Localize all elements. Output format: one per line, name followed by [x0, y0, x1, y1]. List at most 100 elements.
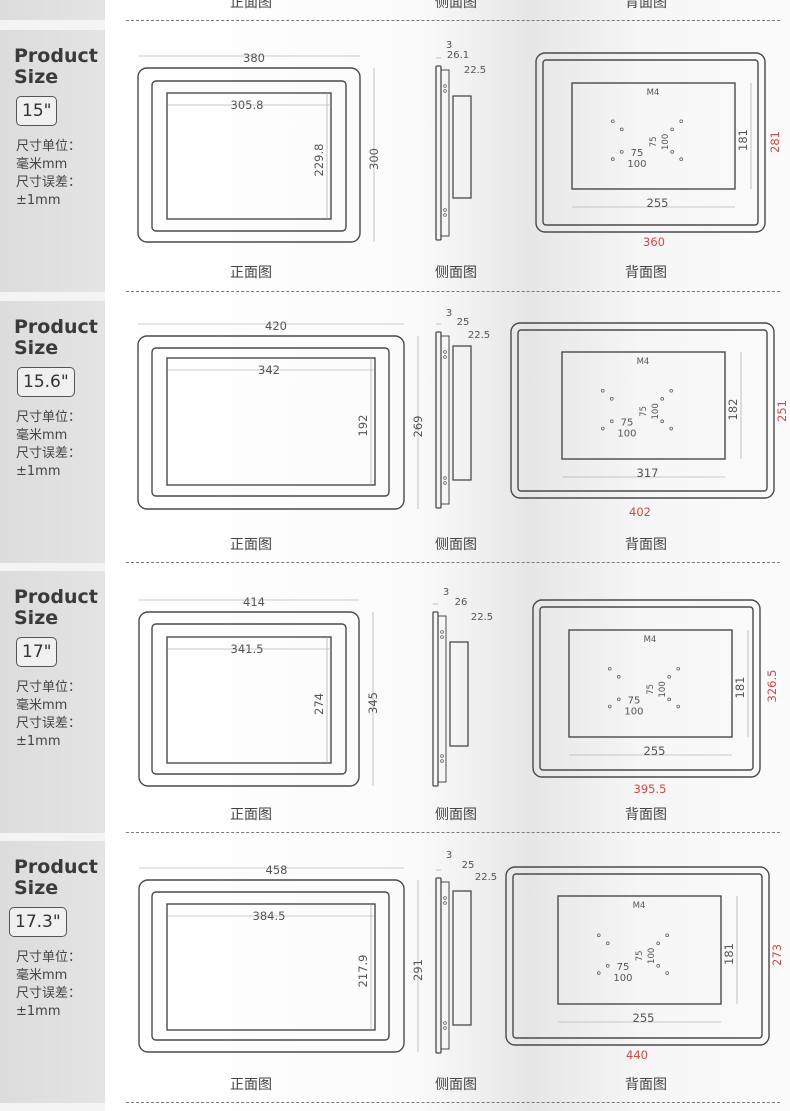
side-screw-hole — [443, 350, 447, 354]
tolerance-label: 尺寸误差： — [16, 175, 82, 190]
vesa-screw-hole — [669, 426, 673, 431]
back-panel-height-label: 181 — [722, 943, 736, 965]
caption-back-view: 背面图 — [625, 537, 667, 553]
unit-value: 毫米mm — [16, 428, 68, 443]
side-screw-hole — [443, 1021, 447, 1025]
side-housing — [452, 95, 472, 199]
side-housing-depth-label: 22.5 — [475, 872, 497, 883]
screen-size-badge: 17" — [16, 637, 58, 667]
mount-screw-label: M4 — [647, 88, 660, 98]
front-inner-width-label: 342 — [258, 363, 280, 377]
back-outer-frame — [535, 52, 766, 233]
side-housing — [449, 641, 469, 747]
front-inner-height-label: 217.9 — [356, 955, 370, 988]
vesa-horizontal-100-label: 100 — [627, 159, 646, 170]
vesa-horizontal-75-label: 75 — [631, 148, 644, 159]
tolerance-value: ±1mm — [16, 1004, 61, 1019]
side-panel-thickness-label: 3 — [446, 40, 452, 51]
side-total-depth-label: 26.1 — [447, 50, 469, 61]
vesa-screw-hole — [609, 397, 614, 401]
front-outer-height-label: 269 — [411, 416, 425, 438]
section-separator — [126, 1102, 780, 1103]
unit-label: 尺寸单位： — [16, 950, 82, 965]
vesa-vertical-75-label: 75 — [635, 950, 645, 961]
side-bezel-edge — [440, 335, 450, 505]
back-panel-height-label: 182 — [726, 399, 740, 421]
title-line-product: Product — [14, 316, 98, 338]
front-screen — [166, 903, 376, 1031]
top-caption-front: 正面图 — [230, 0, 272, 11]
vesa-screw-hole — [669, 388, 673, 393]
vesa-screw-hole — [676, 666, 680, 671]
vesa-screw-hole — [600, 426, 605, 431]
back-panel-height-label: 181 — [733, 677, 747, 699]
caption-side-view: 侧面图 — [435, 807, 477, 823]
vesa-screw-hole — [667, 675, 671, 679]
side-screw-hole — [440, 759, 444, 763]
side-housing — [452, 890, 472, 1026]
mount-screw-label: M4 — [633, 901, 646, 911]
screen-size-badge: 15.6" — [17, 367, 75, 397]
back-panel — [561, 351, 726, 460]
tolerance-value: ±1mm — [16, 464, 61, 479]
back-inner-frame — [512, 873, 763, 1039]
side-panel — [432, 611, 439, 787]
front-outer-width-label: 414 — [243, 595, 265, 609]
side-housing-depth-label: 22.5 — [464, 65, 486, 76]
side-screw-hole — [443, 901, 447, 905]
vesa-screw-hole — [619, 150, 624, 154]
title-line-size: Size — [14, 66, 59, 88]
front-inner-height-label: 274 — [312, 693, 326, 715]
back-outer-width-label: 360 — [643, 235, 665, 249]
vesa-screw-hole — [605, 964, 610, 968]
front-bezel — [151, 347, 390, 497]
side-bezel-edge — [440, 69, 450, 237]
front-outer-width-label: 458 — [266, 863, 288, 877]
vesa-screw-hole — [670, 150, 674, 154]
section-separator — [126, 562, 780, 563]
front-outer-frame — [137, 67, 361, 243]
back-outer-height-label: 273 — [770, 944, 784, 966]
back-panel-width-label: 255 — [633, 1011, 655, 1025]
front-screen — [166, 92, 332, 220]
unit-label: 尺寸单位： — [16, 680, 82, 695]
vesa-screw-hole — [679, 157, 683, 161]
unit-value: 毫米mm — [16, 157, 68, 172]
unit-value: 毫米mm — [16, 968, 68, 983]
vesa-screw-hole — [665, 971, 669, 975]
title-line-size: Size — [14, 877, 59, 899]
front-outer-width-label: 380 — [243, 51, 265, 65]
top-separator — [126, 20, 780, 21]
vesa-screw-hole — [667, 697, 671, 702]
previous-section-sidebar — [0, 0, 105, 20]
side-view: 326.1 22.5 — [435, 40, 486, 241]
vesa-horizontal-75-label: 75 — [617, 962, 630, 973]
caption-side-view: 侧面图 — [435, 265, 477, 281]
back-panel-width-label: 255 — [644, 744, 666, 758]
section-sidebar — [0, 841, 105, 1103]
back-outer-frame — [510, 322, 775, 499]
unit-label: 尺寸单位： — [16, 410, 82, 425]
unit-info: 尺寸单位： 毫米mm 尺寸误差： ±1mm — [16, 949, 104, 1021]
vesa-vertical-75-label: 75 — [649, 136, 659, 147]
tolerance-label: 尺寸误差： — [16, 986, 82, 1001]
back-panel — [557, 895, 722, 1005]
background — [105, 0, 790, 1111]
side-total-depth-label: 25 — [457, 317, 470, 328]
